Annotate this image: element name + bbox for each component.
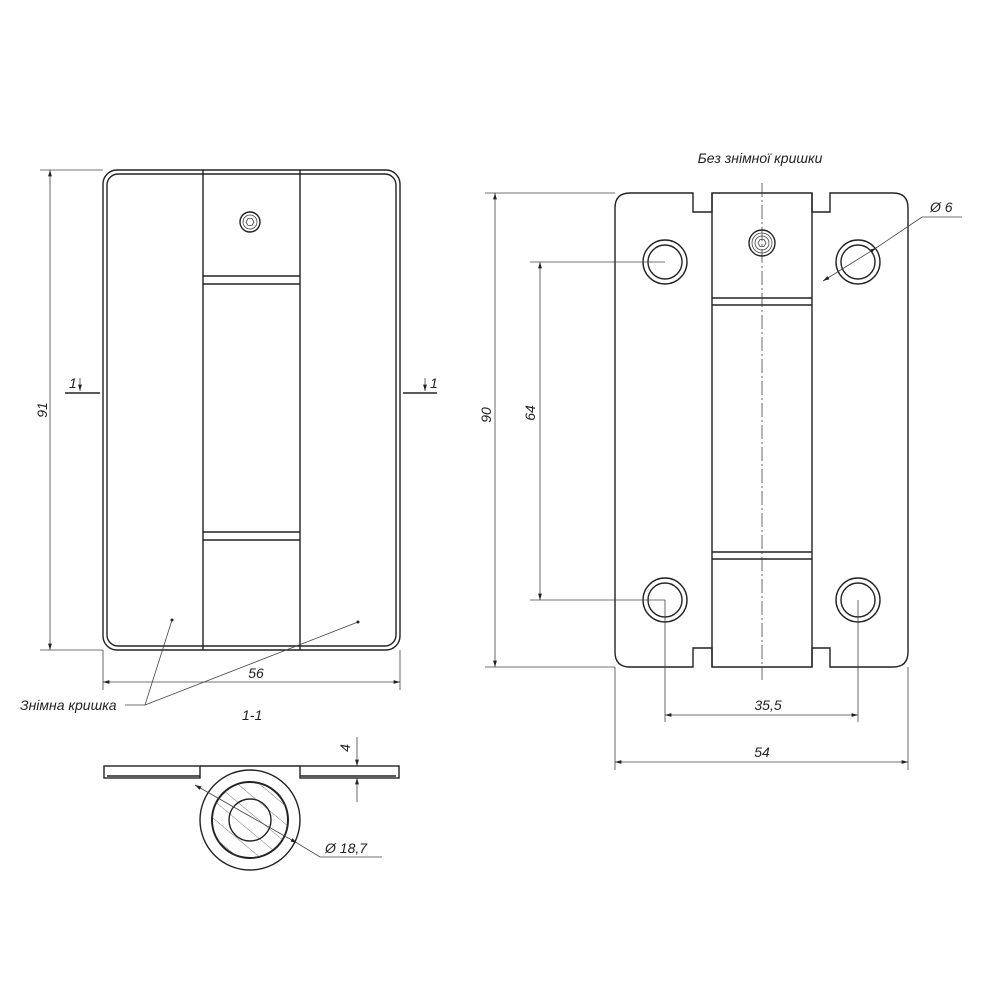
width-dim: 56 [248,665,264,681]
hinge-plate-outline [614,192,909,668]
hinge-outline [102,169,401,651]
height-dim: 91 [34,402,50,418]
cover-label: Знімна кришка [20,697,117,713]
back-view: Без знімної кришки 90 64 35,5 [478,150,962,770]
diameter-dim: Ø 18,7 [324,840,368,856]
thickness-dim: 4 [337,744,353,752]
section-mark-right: 1 [430,375,438,391]
width-dim: 54 [754,744,770,760]
screw-icon [239,211,261,233]
hole-diameter: Ø 6 [929,199,953,215]
section-view: 1-1 4 Ø 18,7 [103,707,400,871]
screw-icon [748,229,776,257]
height-dim: 90 [478,407,494,423]
section-title: 1-1 [242,707,262,723]
hole-spacing-horizontal: 35,5 [754,697,781,713]
back-view-title: Без знімної кришки [698,150,823,166]
mounting-hole-icon [835,239,881,285]
front-view: 91 56 1 1 Знімна кришка [20,169,438,713]
section-mark-left: 1 [69,375,77,391]
hole-spacing-vertical: 64 [522,405,538,421]
